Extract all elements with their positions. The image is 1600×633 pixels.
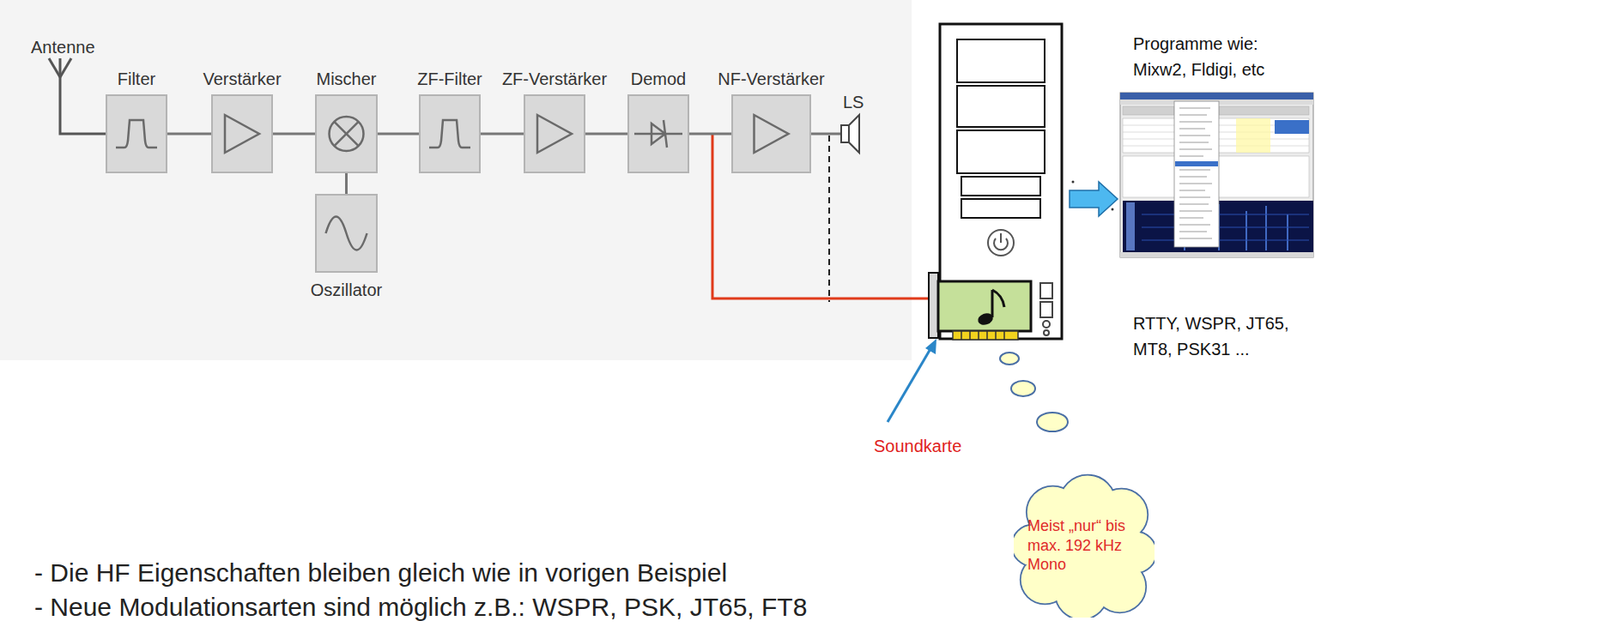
component-symbol — [629, 96, 688, 172]
component-symbol — [525, 96, 584, 172]
text-label: LS — [842, 89, 864, 116]
signal-wire — [585, 133, 628, 136]
text-label: Programme wie: Mixw2, Fldigi, etc — [1133, 30, 1297, 83]
block-box: NF-Verstärker — [731, 94, 812, 174]
antenna-symbol — [48, 58, 106, 134]
soundcard-icon — [928, 272, 1031, 340]
thought-dots — [1000, 352, 1068, 432]
block-label: Verstärker — [147, 68, 337, 90]
signal-wire — [272, 133, 316, 136]
label-holder: Soundkarte — [873, 433, 962, 460]
flow-arrow — [1069, 181, 1118, 217]
dot — [1072, 181, 1075, 184]
text-label: Soundkarte — [873, 433, 962, 460]
text-label: RTTY, WSPR, JT65, MT8, PSK31 ... — [1133, 310, 1318, 363]
label-holder: RTTY, WSPR, JT65, MT8, PSK31 ... — [1133, 310, 1318, 363]
label-holder: Antenne — [30, 34, 96, 61]
pointer-arrow — [887, 339, 937, 423]
block-box: Verstärker — [211, 94, 273, 174]
block-label: NF-Verstärker — [677, 68, 867, 90]
block-label: Oszillator — [252, 279, 442, 301]
block-label: Filter — [42, 68, 231, 90]
dashed-line — [828, 135, 831, 303]
component-symbol — [733, 96, 810, 172]
signal-wire — [689, 133, 732, 136]
speaker-symbol — [841, 115, 860, 153]
output-wire — [811, 133, 842, 136]
text-label: - Neue Modulationsarten sind möglich z.B… — [34, 587, 807, 627]
block-box: Mischer — [315, 94, 378, 174]
block-box: ZF-Verstärker — [523, 94, 586, 174]
thought-cloud: Meist „nur“ bis max. 192 kHz Mono — [1013, 473, 1155, 619]
signal-wire — [377, 133, 419, 136]
text-label: - Die HF Eigenschaften bleiben gleich wi… — [34, 553, 728, 593]
label-holder: - Neue Modulationsarten sind möglich z.B… — [34, 587, 807, 627]
block-label: ZF-Verstärker — [460, 68, 649, 90]
block-box: Oszillator — [315, 193, 378, 273]
signal-wire — [167, 133, 212, 136]
label-holder: LS — [842, 89, 864, 116]
label-holder: Programme wie: Mixw2, Fldigi, etc — [1133, 30, 1297, 83]
background-panel — [0, 0, 912, 361]
text-label: Antenne — [30, 34, 96, 61]
cloud-note: Meist „nur“ bis max. 192 kHz Mono — [1027, 516, 1141, 576]
block-box: Filter — [105, 94, 168, 174]
block-box: ZF-Filter — [418, 94, 481, 174]
signal-wire — [480, 133, 524, 136]
component-symbol — [212, 96, 272, 172]
label-holder: - Die HF Eigenschaften bleiben gleich wi… — [34, 553, 728, 593]
component-symbol — [420, 96, 479, 172]
block-label: Mischer — [252, 68, 442, 90]
dot — [1111, 208, 1115, 212]
component-symbol — [316, 195, 376, 272]
component-symbol — [107, 96, 166, 172]
block-box: Demod — [627, 94, 690, 174]
component-symbol — [316, 96, 376, 172]
signal-wire — [345, 173, 348, 194]
software-screenshot — [1120, 92, 1314, 258]
